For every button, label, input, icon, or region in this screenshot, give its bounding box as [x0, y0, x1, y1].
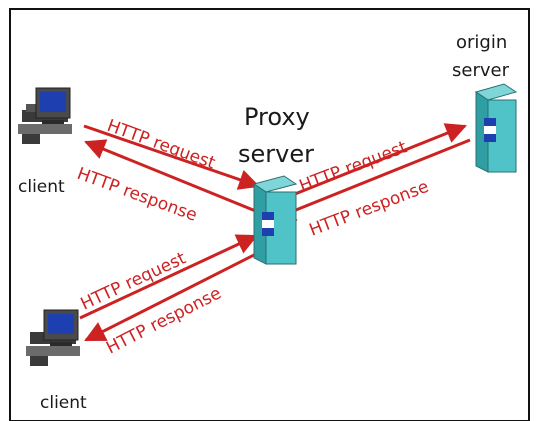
- arrow-response-proxy-to-bottom-client: [84, 252, 257, 342]
- http-request-top-label: HTTP request: [104, 116, 218, 174]
- arrow-request-proxy-to-origin: [274, 123, 467, 204]
- desktop-computer-icon: [18, 87, 72, 144]
- diagram-frame: [9, 8, 530, 421]
- origin-label-line1: origin: [456, 32, 507, 53]
- proxy-label-line1: Proxy: [244, 103, 310, 131]
- client-bottom-label: client: [40, 393, 87, 413]
- arrow-response-proxy-to-client: [84, 139, 259, 214]
- arrow-request-client-to-proxy: [83, 124, 260, 190]
- origin-label-line2: server: [452, 60, 510, 81]
- server-tower-icon: [252, 175, 298, 265]
- arrow-response-origin-to-proxy: [274, 138, 471, 221]
- http-response-top-label: HTTP response: [74, 164, 199, 226]
- server-tower-icon: [474, 83, 518, 173]
- proxy-label-line2: server: [238, 140, 314, 168]
- client-top-label: client: [18, 177, 65, 197]
- desktop-computer-icon: [26, 309, 80, 366]
- arrow-request-bottom-client-to-proxy: [79, 234, 258, 320]
